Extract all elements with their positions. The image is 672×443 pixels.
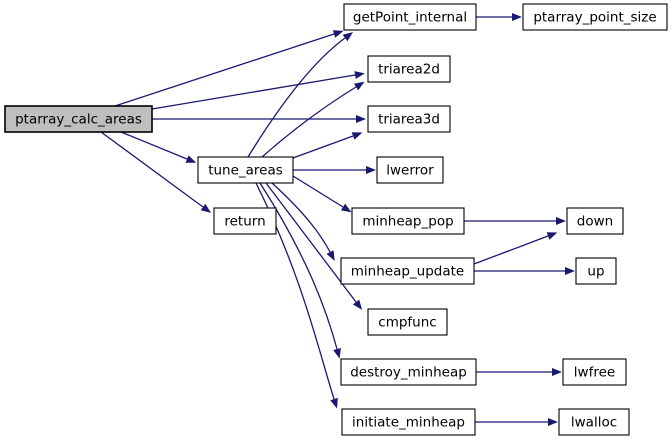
node-label: triarea3d [378, 112, 440, 128]
node-lwerror[interactable]: lwerror [376, 156, 444, 184]
edge-minheap_update-down [473, 232, 558, 265]
node-label: lwerror [386, 163, 434, 179]
node-label: initiate_minheap [352, 415, 465, 431]
node-box [340, 358, 477, 386]
node-destroy_minheap[interactable]: destroy_minheap [340, 358, 477, 386]
node-tune_areas[interactable]: tune_areas [197, 156, 294, 184]
node-up[interactable]: up [575, 257, 617, 285]
node-minheap_pop[interactable]: minheap_pop [351, 207, 465, 235]
node-box [566, 207, 624, 235]
node-label: minheap_pop [362, 214, 453, 230]
node-label: ptarray_calc_areas [15, 112, 142, 128]
node-return[interactable]: return [213, 207, 277, 235]
node-box [343, 3, 477, 31]
node-box [558, 408, 630, 436]
edge-tune_areas-triarea2d [261, 81, 365, 158]
edge-tune_areas-triarea3d [292, 132, 363, 159]
node-label: cmpfunc [378, 315, 436, 331]
node-label: up [587, 264, 604, 280]
node-label: lwalloc [571, 415, 617, 431]
node-cmpfunc[interactable]: cmpfunc [367, 308, 448, 336]
node-box [351, 207, 465, 235]
node-label: destroy_minheap [350, 365, 467, 381]
edge-ptarray_calc_areas-return [100, 131, 212, 213]
node-box [367, 308, 448, 336]
node-label: getPoint_internal [353, 10, 467, 26]
node-box [197, 156, 294, 184]
node-label: down [577, 214, 613, 230]
node-box [376, 156, 444, 184]
node-initiate_minheap[interactable]: initiate_minheap [341, 408, 476, 436]
node-box [522, 3, 668, 31]
node-label: triarea2d [378, 62, 440, 78]
node-down[interactable]: down [566, 207, 624, 235]
edge-tune_areas-minheap_pop [292, 175, 352, 213]
node-getPoint_internal[interactable]: getPoint_internal [343, 3, 477, 31]
node-label: lwfree [574, 365, 615, 381]
node-box [367, 55, 451, 83]
node-label: return [224, 214, 265, 230]
node-layer: ptarray_calc_areas getPoint_internal pta… [4, 3, 668, 436]
node-box [4, 105, 153, 133]
node-label: ptarray_point_size [533, 10, 656, 26]
edge-ptarray_calc_areas-tune_areas [120, 131, 197, 163]
node-label: minheap_update [351, 264, 464, 280]
node-lwfree[interactable]: lwfree [562, 358, 627, 386]
node-box [340, 257, 475, 285]
node-lwalloc[interactable]: lwalloc [558, 408, 630, 436]
node-box [575, 257, 617, 285]
node-box [213, 207, 277, 235]
node-triarea2d[interactable]: triarea2d [367, 55, 451, 83]
node-box [341, 408, 476, 436]
edge-tune_areas-getPoint_internal [247, 32, 354, 158]
edge-ptarray_calc_areas-triarea2d [151, 71, 365, 110]
edge-ptarray_calc_areas-getPoint_internal [114, 30, 344, 107]
node-box [367, 105, 451, 133]
node-triarea3d[interactable]: triarea3d [367, 105, 451, 133]
node-minheap_update[interactable]: minheap_update [340, 257, 475, 285]
node-ptarray_calc_areas[interactable]: ptarray_calc_areas [4, 105, 153, 133]
edge-tune_areas-cmpfunc [265, 182, 363, 310]
edge-tune_areas-minheap_update [271, 182, 335, 261]
node-label: tune_areas [208, 163, 283, 179]
node-box [562, 358, 627, 386]
node-ptarray_point_size[interactable]: ptarray_point_size [522, 3, 668, 31]
edge-layer [100, 13, 575, 426]
